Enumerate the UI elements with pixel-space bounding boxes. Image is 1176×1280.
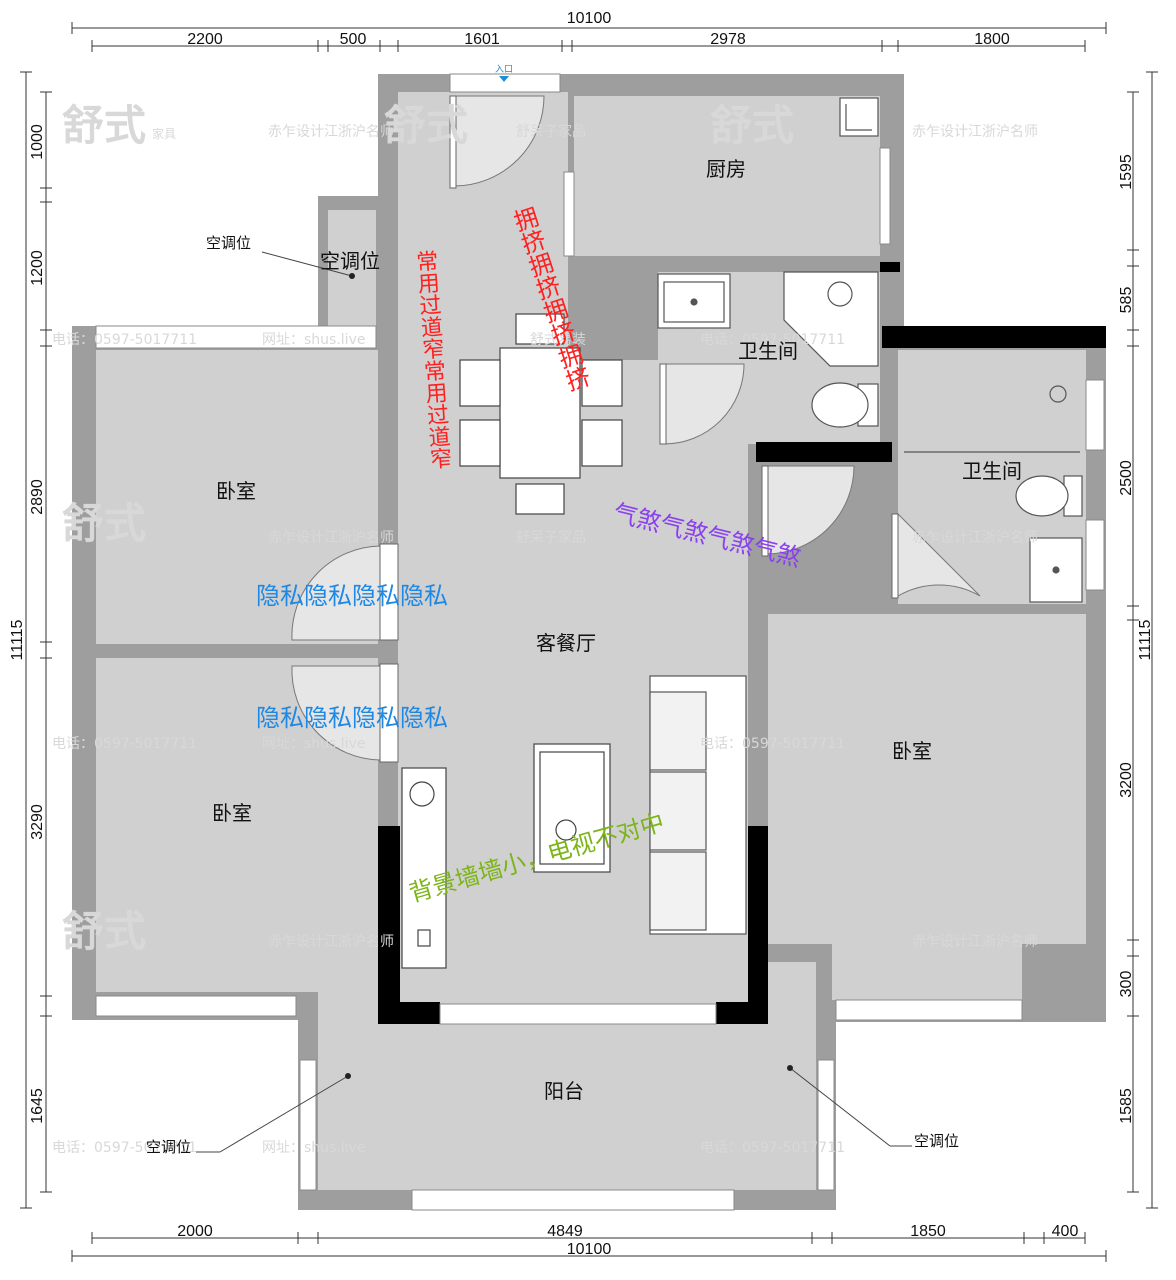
dim-top-0: 2200 <box>187 31 223 48</box>
room-bedroom-lower-left: 卧室 <box>212 801 252 825</box>
watermark-logo: 舒式 <box>62 101 146 150</box>
bedroom-upper-door <box>291 545 381 641</box>
watermark-logo-4: 舒式 <box>62 499 146 548</box>
watermark-phone-4: 电话：0597-5017711 <box>700 736 845 752</box>
watermark-designer: 赤乍设计江浙沪名师 <box>268 124 394 140</box>
ensuite-toilet <box>1015 475 1083 517</box>
bedroom-lower-door <box>291 665 381 761</box>
room-bath-ensuite: 卫生间 <box>962 459 1022 483</box>
watermark-site-3: 网址：shus.live <box>262 1140 365 1156</box>
room-bedroom-upper-left: 卧室 <box>216 479 256 503</box>
ensuite-door <box>897 512 981 597</box>
dim-top-1: 500 <box>340 31 367 48</box>
entrance-label: 入口 <box>495 64 513 75</box>
ac-bottom-left: 空调位 <box>146 1138 191 1156</box>
dim-right-5: 1585 <box>1118 1088 1135 1124</box>
watermark-suffix: 家具 <box>152 126 176 141</box>
coffee-table <box>533 743 611 873</box>
door-leaves <box>379 95 899 763</box>
dim-top-total: 10100 <box>567 10 612 27</box>
watermark-logo-2: 舒式 <box>384 101 468 150</box>
watermark-phone-3: 电话：0597-5017711 <box>52 736 197 752</box>
watermark-alt-2: 舒呆子家品 <box>516 529 586 546</box>
dimension-text-bottom: 2000 4849 1850 400 10100 <box>177 1223 1078 1258</box>
watermark-designer-3: 赤乍设计江浙沪名师 <box>268 530 394 546</box>
dim-bottom-1: 4849 <box>547 1223 583 1240</box>
room-balcony: 阳台 <box>544 1079 584 1103</box>
watermark-deco: 舒式易装 <box>530 332 586 348</box>
dim-left-1: 1200 <box>29 250 46 286</box>
dark-walls <box>378 262 1106 1024</box>
ac-bottom-right: 空调位 <box>914 1132 959 1150</box>
room-kitchen: 厨房 <box>706 157 746 181</box>
dim-top-3: 2978 <box>710 31 746 48</box>
dimension-text-right: 11115 1595 585 2500 3200 300 1585 <box>1118 154 1154 1124</box>
dim-top-2: 1601 <box>464 31 500 48</box>
dim-bottom-0: 2000 <box>177 1223 213 1240</box>
dim-bottom-2: 1850 <box>910 1223 946 1240</box>
dim-left-0: 1000 <box>29 124 46 160</box>
watermark-site: 网址：shus.live <box>262 332 365 348</box>
doors <box>291 95 981 761</box>
room-labels: 厨房 卫生间 卫生间 卧室 卧室 卧室 客餐厅 阳台 <box>212 157 1022 1103</box>
bath-door <box>663 363 745 445</box>
dimension-lines <box>20 22 1158 1262</box>
bath-toilet <box>811 382 879 428</box>
ac-labels: 空调位 空调位 空调位 空调位 <box>146 234 959 1156</box>
watermark-phone-5: 电话：0597-5017711 <box>52 1140 197 1156</box>
dim-right-2: 2500 <box>1118 460 1135 496</box>
watermark-logo-5: 舒式 <box>62 907 146 956</box>
dimension-text-left: 11115 1000 1200 2890 3290 1645 <box>9 124 46 1124</box>
watermarks: 舒式 家具 赤乍设计江浙沪名师 舒式 舒呆子家品 舒式 赤乍设计江浙沪名师 电话… <box>52 101 1038 1156</box>
tv-cabinet <box>401 767 447 969</box>
dining-set <box>459 313 623 515</box>
dim-bottom-total: 10100 <box>567 1241 612 1258</box>
ac-top-box: 空调位 <box>320 249 380 273</box>
dim-right-1: 585 <box>1118 287 1135 314</box>
dim-left-2: 2890 <box>29 479 46 515</box>
room-bedroom-right: 卧室 <box>892 739 932 763</box>
watermark-site-2: 网址：shus.live <box>262 736 365 752</box>
dim-left-3: 3290 <box>29 804 46 840</box>
dim-top-4: 1800 <box>974 31 1010 48</box>
watermark-designer-2: 赤乍设计江浙沪名师 <box>912 124 1038 140</box>
note-privacy-upper: 隐私隐私隐私隐私 <box>256 582 448 610</box>
sofa <box>649 675 747 935</box>
room-bath-main: 卫生间 <box>738 339 798 363</box>
dim-bottom-3: 400 <box>1052 1223 1079 1240</box>
shower-stall <box>783 271 879 367</box>
room-living: 客餐厅 <box>536 631 596 655</box>
watermark-phone-6: 电话：0597-5017711 <box>700 1140 845 1156</box>
bedroom-right-door <box>765 465 855 555</box>
watermark-phone: 电话：0597-5017711 <box>52 332 197 348</box>
fixtures <box>657 97 1083 603</box>
watermark-designer-6: 赤乍设计江浙沪名师 <box>912 934 1038 950</box>
watermark-phone-2: 电话：0597-5017711 <box>700 332 845 348</box>
watermark-designer-5: 赤乍设计江浙沪名师 <box>268 934 394 950</box>
dim-right-4: 300 <box>1118 971 1135 998</box>
ac-top-callout: 空调位 <box>206 234 251 252</box>
dining-table <box>499 347 581 479</box>
entrance-arrow-icon <box>499 76 509 82</box>
dimension-text-top: 10100 2200 500 1601 2978 1800 <box>187 10 1010 48</box>
dim-right-3: 3200 <box>1118 762 1135 798</box>
note-privacy-lower: 隐私隐私隐私隐私 <box>256 704 448 732</box>
watermark-alt: 舒呆子家品 <box>516 123 586 140</box>
dim-right-0: 1595 <box>1118 154 1135 190</box>
dim-left-total: 11115 <box>9 619 26 660</box>
entrance-door <box>453 95 545 187</box>
ensuite-shower-head <box>1049 385 1067 403</box>
dim-right-total: 11115 <box>1137 619 1154 660</box>
watermark-designer-4: 赤乍设计江浙沪名师 <box>912 530 1038 546</box>
dim-left-4: 1645 <box>29 1088 46 1124</box>
watermark-logo-3: 舒式 <box>710 101 794 150</box>
windows <box>95 73 1105 1211</box>
